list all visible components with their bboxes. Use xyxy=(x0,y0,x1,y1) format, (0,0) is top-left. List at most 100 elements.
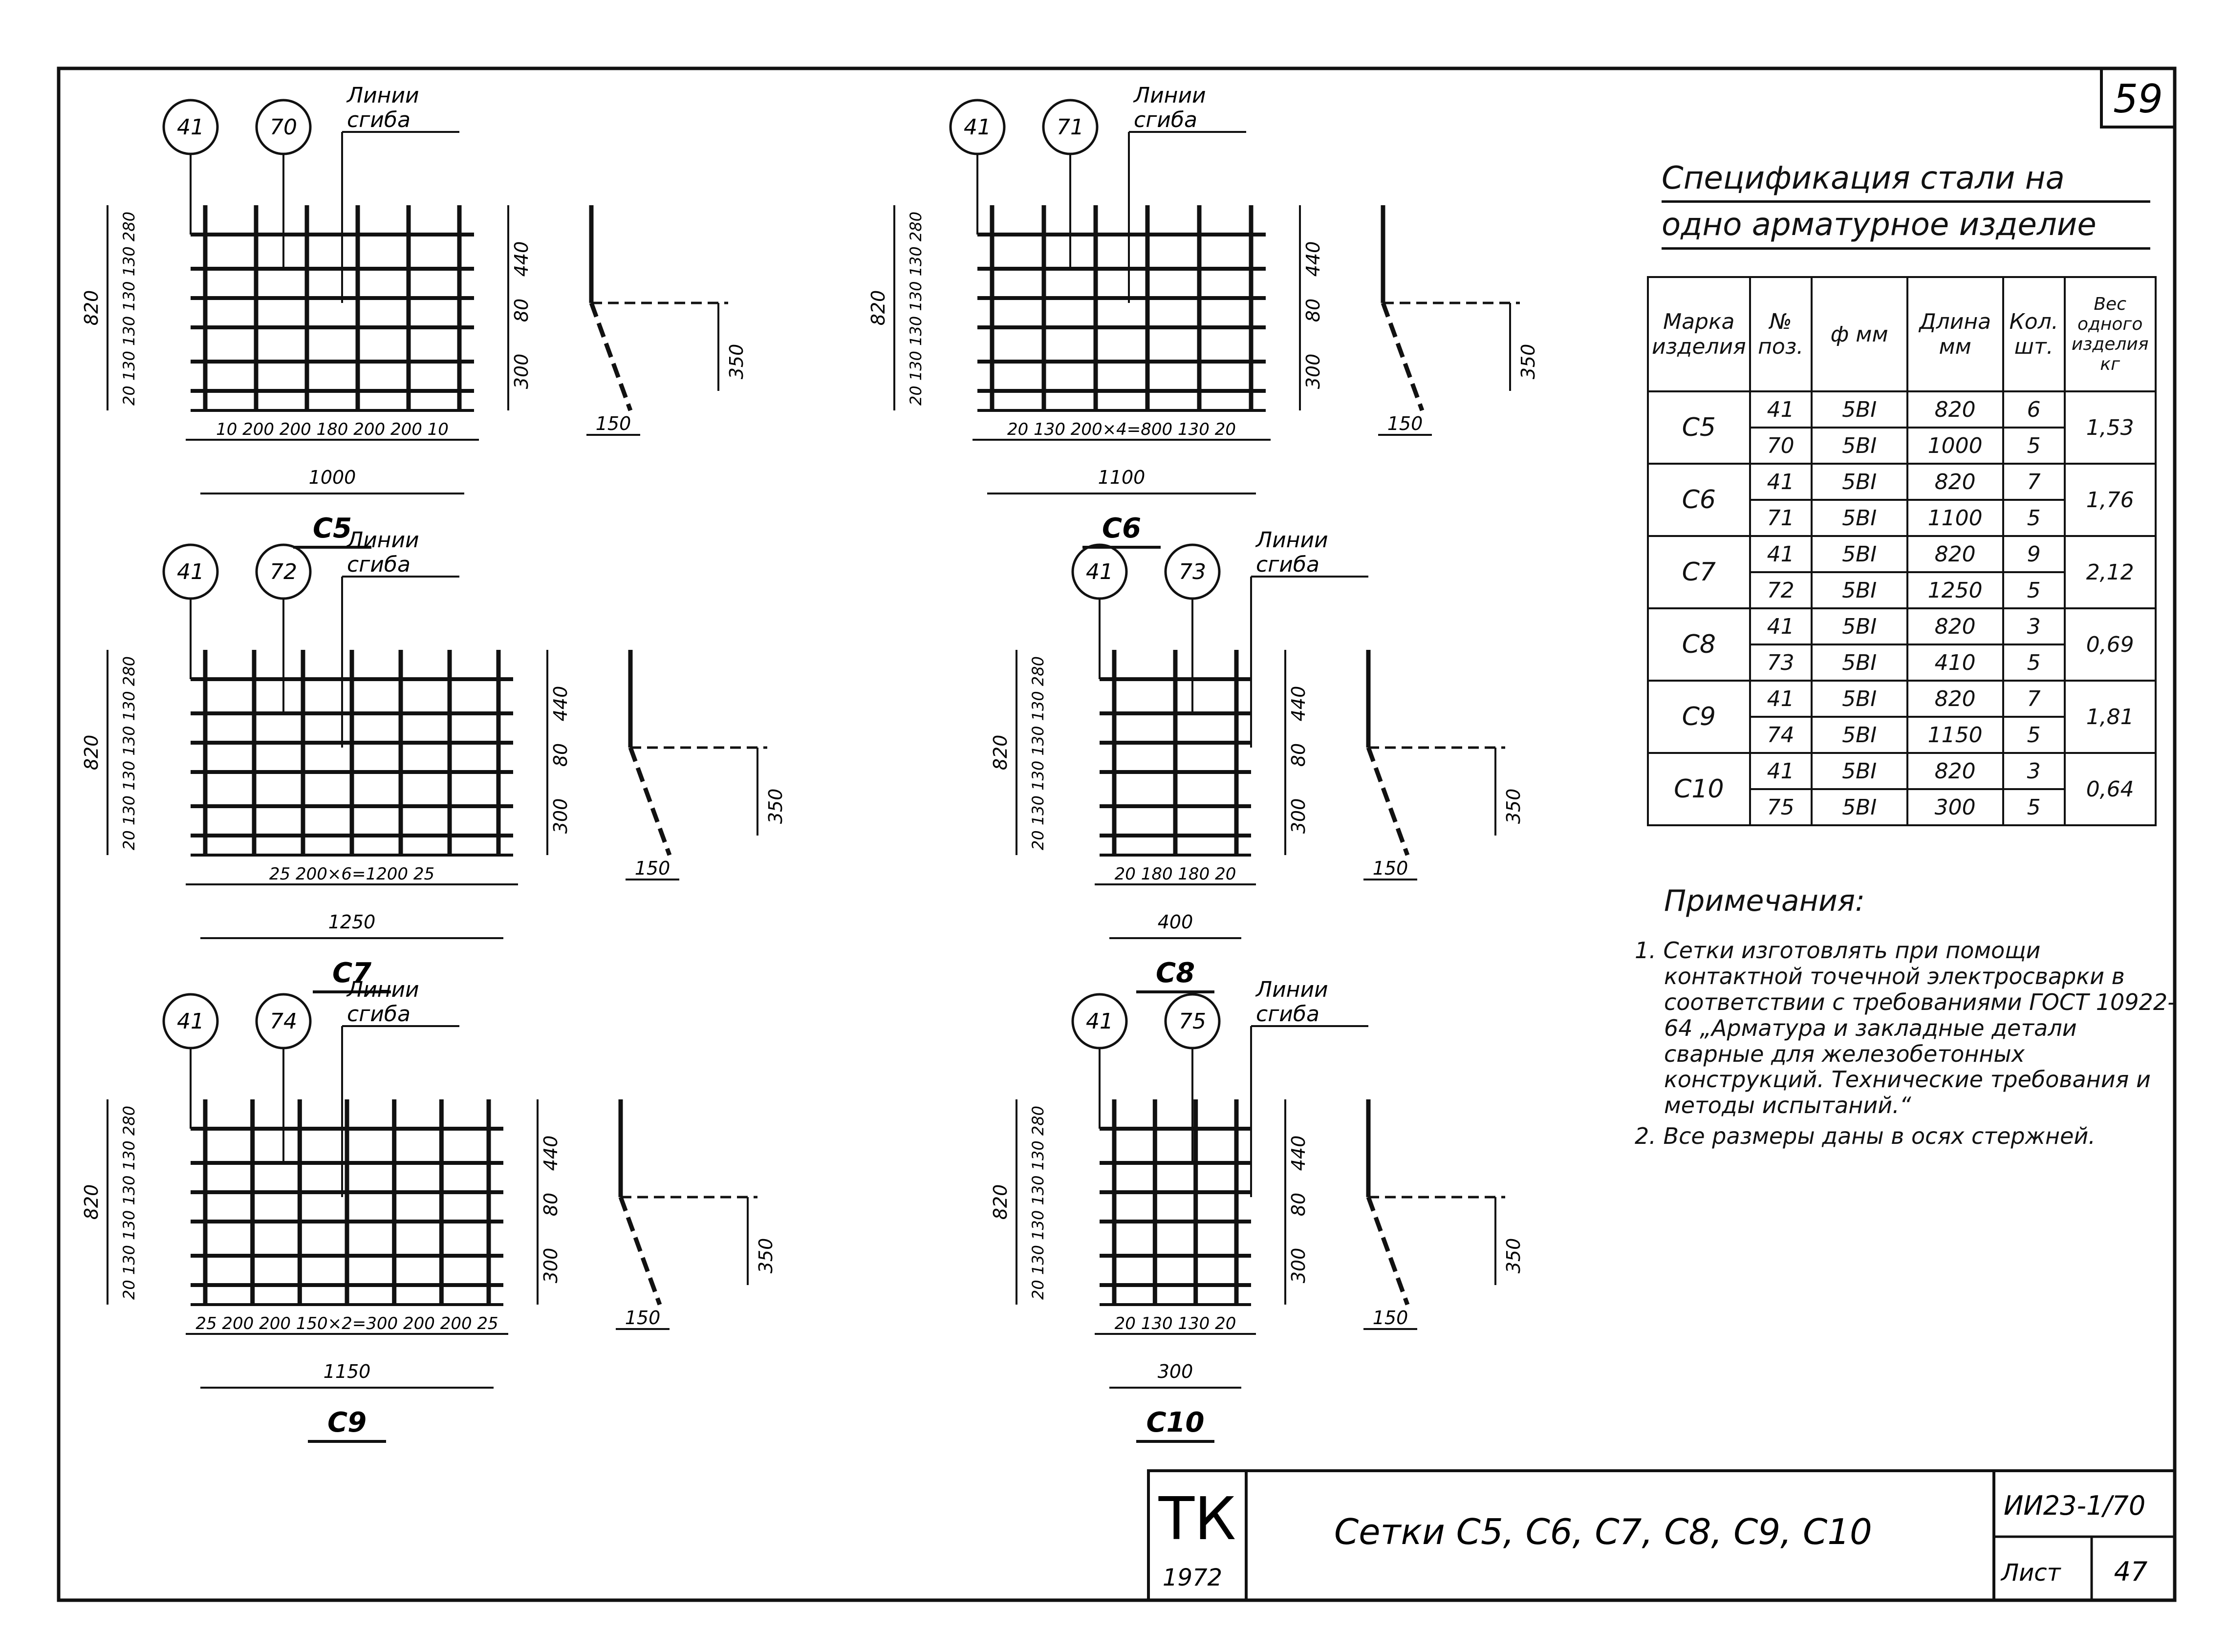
dim-150: 150 xyxy=(1373,858,1408,879)
spec-qty: 9 xyxy=(2002,535,2066,573)
spec-pos: 71 xyxy=(1749,499,1813,537)
spec-length: 300 xyxy=(1906,788,2004,826)
dim-80: 80 xyxy=(1288,1193,1309,1216)
dim-440: 440 xyxy=(511,241,532,277)
bend-line-label-2: сгиба xyxy=(347,552,411,577)
dim-150: 150 xyxy=(596,413,631,434)
spec-mark: С10 xyxy=(1647,752,1751,826)
spec-pos: 74 xyxy=(1749,716,1813,754)
dim-350: 350 xyxy=(726,344,747,380)
dim-300: 300 xyxy=(511,354,532,389)
dim-80: 80 xyxy=(550,743,571,767)
dim-440: 440 xyxy=(1288,686,1309,722)
stamp-tk: ТК xyxy=(1158,1485,1236,1553)
spec-weight: 1,76 xyxy=(2063,463,2157,537)
spec-header-qty: Кол. шт. xyxy=(2002,276,2066,392)
position-label-b: 70 xyxy=(270,115,297,140)
dim-150: 150 xyxy=(625,1307,661,1329)
spec-qty: 5 xyxy=(2002,644,2066,682)
side-view-bend xyxy=(1366,1196,1410,1306)
spec-dia: 5ВI xyxy=(1810,499,1908,537)
dim-300: 300 xyxy=(1302,354,1324,389)
spec-qty: 3 xyxy=(2002,607,2066,645)
dim-350: 350 xyxy=(1517,344,1539,380)
spec-dia: 5ВI xyxy=(1810,752,1908,790)
dim-350: 350 xyxy=(765,789,786,824)
spec-pos: 75 xyxy=(1749,788,1813,826)
dim-vertical-stack: 20 130 130 130 130 280 xyxy=(907,212,925,406)
spec-mark: С8 xyxy=(1647,607,1751,682)
dim-bottom-chain: 20 130 200×4=800 130 20 xyxy=(1007,420,1236,439)
bend-line-label: Линии xyxy=(346,83,419,108)
spec-header-dia: ф мм xyxy=(1810,276,1908,392)
bend-line-label: Линии xyxy=(346,977,419,1002)
spec-pos: 72 xyxy=(1749,571,1813,609)
dim-vertical-stack: 20 130 130 130 130 280 xyxy=(1029,1106,1047,1300)
dim-total-length: 1150 xyxy=(324,1361,371,1382)
stamp-year: 1972 xyxy=(1163,1564,1222,1591)
spec-table: Марка изделия № поз. ф мм Длина мм Кол. … xyxy=(1647,276,2157,826)
bend-line-label: Линии xyxy=(346,528,419,553)
bend-line-label-2: сгиба xyxy=(347,1002,411,1027)
spec-header-row: Марка изделия № поз. ф мм Длина мм Кол. … xyxy=(1647,276,2157,392)
spec-dia: 5ВI xyxy=(1810,607,1908,645)
bend-line-label-2: сгиба xyxy=(1134,107,1197,132)
spec-mark: С7 xyxy=(1647,535,1751,609)
spec-dia: 5ВI xyxy=(1810,427,1908,465)
spec-length: 820 xyxy=(1906,463,2004,501)
spec-header-mark: Марка изделия xyxy=(1647,276,1751,392)
spec-mark: С6 xyxy=(1647,463,1751,537)
bend-line-label: Линии xyxy=(1255,528,1328,553)
dim-total-length: 1000 xyxy=(309,467,356,488)
dim-bottom-chain: 20 130 130 20 xyxy=(1115,1314,1236,1333)
spec-length: 820 xyxy=(1906,752,2004,790)
drawing-title: Сетки С5, С6, С7, С8, С9, С10 xyxy=(1334,1511,1872,1552)
position-label-a: 41 xyxy=(964,115,991,140)
spec-mark: С9 xyxy=(1647,680,1751,754)
spec-length: 410 xyxy=(1906,644,2004,682)
spec-qty: 5 xyxy=(2002,788,2066,826)
spec-header-pos: № поз. xyxy=(1749,276,1813,392)
position-label-b: 74 xyxy=(270,1009,297,1034)
dim-440: 440 xyxy=(1288,1136,1309,1171)
side-view-bend xyxy=(618,1196,662,1306)
dim-150: 150 xyxy=(1387,413,1423,434)
spec-dia: 5ВI xyxy=(1810,535,1908,573)
mesh-name: С10 xyxy=(1146,1407,1204,1438)
side-view-bend xyxy=(1381,302,1425,411)
spec-pos: 41 xyxy=(1749,680,1813,718)
dim-height-820: 820 xyxy=(867,290,889,326)
note-2: 2. Все размеры даны в осях стержней. xyxy=(1635,1123,2096,1150)
spec-weight: 2,12 xyxy=(2063,535,2157,609)
spec-length: 1100 xyxy=(1906,499,2004,537)
dim-vertical-stack: 20 130 130 130 130 280 xyxy=(1029,656,1047,850)
dim-bottom-chain: 25 200 200 150×2=300 200 200 25 xyxy=(195,1314,498,1333)
dim-total-length: 1250 xyxy=(328,911,376,933)
spec-qty: 7 xyxy=(2002,463,2066,501)
dim-height-820: 820 xyxy=(990,735,1011,771)
dim-440: 440 xyxy=(540,1136,562,1171)
dim-vertical-stack: 20 130 130 130 130 280 xyxy=(120,1106,138,1300)
page-number: 59 xyxy=(2113,76,2163,122)
spec-dia: 5ВI xyxy=(1810,644,1908,682)
dim-height-820: 820 xyxy=(81,735,102,771)
spec-pos: 41 xyxy=(1749,390,1813,429)
spec-pos: 41 xyxy=(1749,752,1813,790)
dim-vertical-stack: 20 130 130 130 130 280 xyxy=(120,212,138,406)
spec-header-weight: Вес одного изделия кг xyxy=(2063,276,2157,392)
spec-dia: 5ВI xyxy=(1810,571,1908,609)
dim-350: 350 xyxy=(1503,1238,1524,1274)
bend-line-label-2: сгиба xyxy=(1256,552,1319,577)
mesh-name: С5 xyxy=(313,513,352,544)
dim-300: 300 xyxy=(550,798,571,834)
